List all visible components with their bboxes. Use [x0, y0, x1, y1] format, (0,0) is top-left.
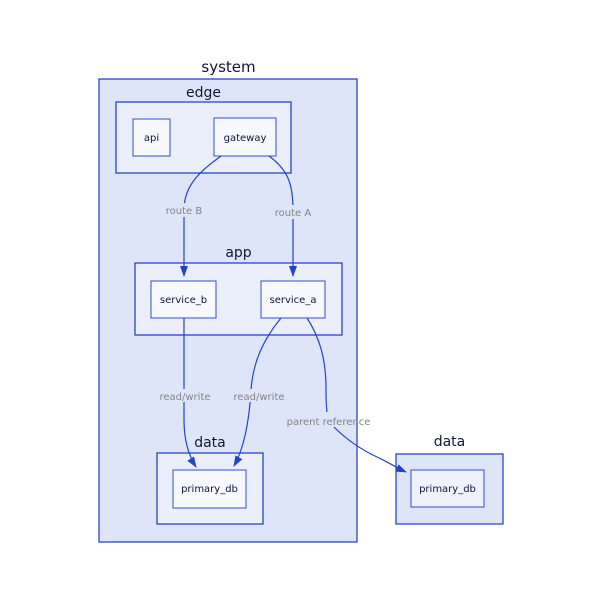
edge-label-route-a: route A	[275, 208, 312, 219]
node-service-b-label: service_b	[160, 295, 207, 306]
edge-service-a-to-external-db-upper	[306, 317, 328, 413]
cluster-data-external-title: data	[434, 434, 466, 450]
node-api	[132, 118, 171, 157]
node-primary-db-external	[410, 469, 485, 508]
edge-label-bg-read-write-left	[159, 389, 211, 402]
node-service-b	[150, 280, 217, 319]
edge-label-read-write-left: read/write	[159, 392, 210, 403]
node-primary-db-internal	[172, 469, 247, 509]
node-primary-db-external-label: primary_db	[419, 484, 476, 495]
edge-label-read-write-right: read/write	[233, 392, 284, 403]
edge-label-bg-route-a	[271, 205, 315, 219]
edge-service-a-to-external-db-lower	[333, 426, 407, 473]
node-gateway-label: gateway	[224, 133, 267, 144]
cluster-data-internal-title: data	[194, 435, 226, 451]
cluster-system-title: system	[201, 58, 255, 76]
cluster-app-title: app	[225, 245, 251, 261]
node-service-a	[260, 280, 326, 319]
cluster-edge-title: edge	[186, 85, 221, 101]
edge-label-parent-reference: parent reference	[287, 417, 371, 428]
node-api-label: api	[144, 133, 159, 144]
node-gateway	[213, 117, 277, 157]
edge-label-route-b: route B	[166, 206, 203, 217]
node-service-a-label: service_a	[270, 295, 317, 306]
edge-service-b-to-primary-db	[183, 318, 197, 468]
edge-label-bg-route-b	[162, 203, 206, 217]
node-primary-db-internal-label: primary_db	[181, 484, 238, 495]
edge-label-bg-read-write-right	[233, 389, 285, 402]
